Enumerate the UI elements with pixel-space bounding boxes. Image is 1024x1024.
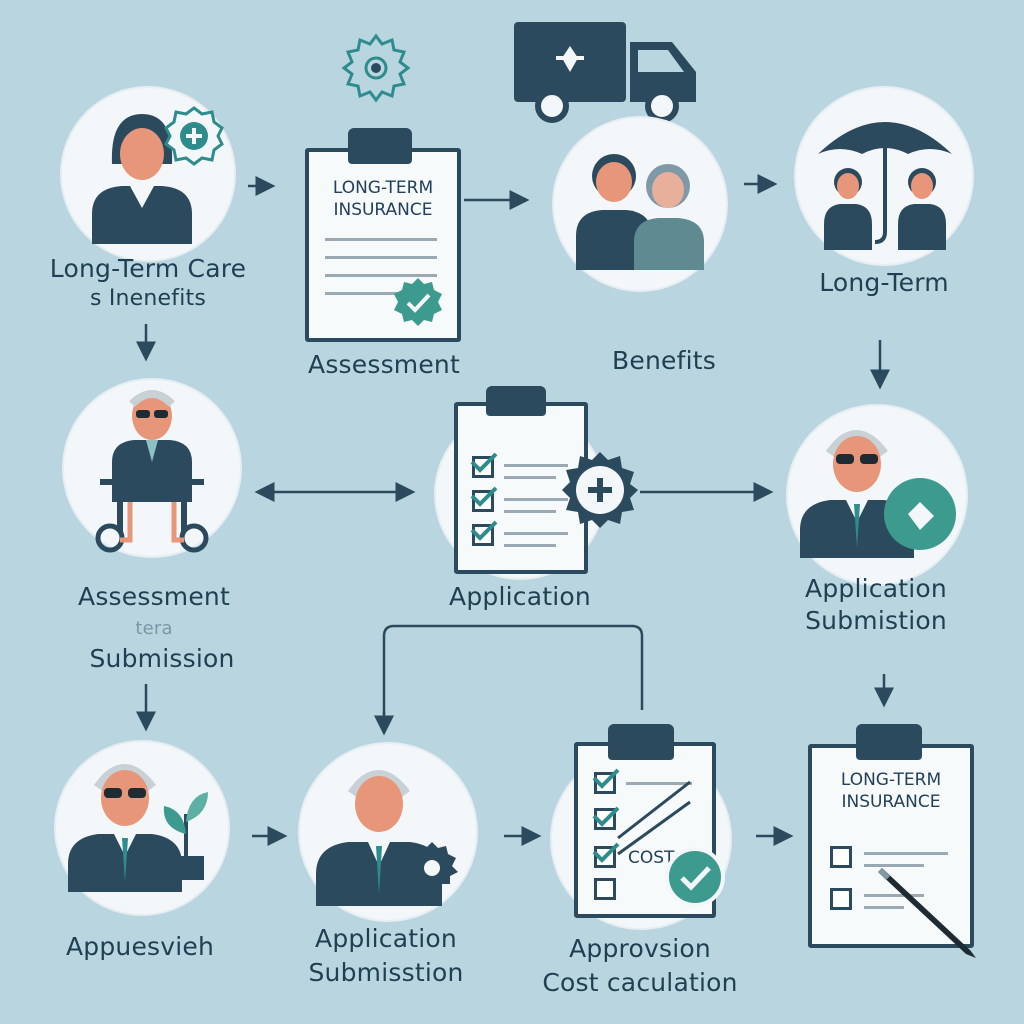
clipboard-clip	[608, 724, 674, 760]
clipboard-clip	[486, 386, 546, 416]
cost-trend-lines	[592, 768, 691, 863]
senior-man-icon	[68, 764, 182, 892]
pen-icon	[878, 868, 976, 958]
cost-text: COST	[628, 848, 675, 868]
checkmark-badge-icon	[394, 278, 442, 326]
medical-badge-icon	[164, 106, 224, 166]
node-label: Application	[449, 582, 591, 611]
couple-icon	[576, 154, 704, 270]
checkmark-badge-icon	[665, 847, 725, 907]
doc-title: LONG-TERM	[840, 770, 942, 790]
node-label: Submisstion	[308, 958, 464, 987]
node-label: Assessment	[78, 582, 230, 611]
plant-icon	[163, 792, 208, 880]
node-label: Submission	[89, 644, 235, 673]
umbrella-icon	[818, 122, 952, 250]
gear-icon	[562, 452, 638, 528]
clipboard-clip	[348, 128, 412, 164]
node-label: Appuesvieh	[65, 932, 215, 961]
gear-icon	[406, 842, 458, 892]
clipboard-clip	[856, 724, 922, 760]
node-label: tera	[135, 618, 173, 639]
node-label: Submistion	[805, 606, 947, 635]
loop-connector	[382, 624, 644, 720]
senior-man-icon	[800, 430, 956, 558]
node-label: Long-Term Care	[49, 254, 247, 283]
node-label: Benefits	[612, 346, 716, 375]
doc-title: INSURANCE	[841, 792, 941, 812]
gear-icon	[341, 33, 411, 103]
person-icon	[92, 114, 192, 244]
node-label: Cost caculation	[542, 968, 738, 997]
doc-title: INSURANCE	[333, 200, 433, 220]
node-label: s Inenefits	[89, 286, 207, 311]
node-label: Application	[315, 924, 457, 953]
wheelchair-icon	[95, 390, 209, 553]
node-label: Assessment	[308, 350, 460, 379]
delivery-truck-icon	[514, 22, 696, 123]
node-label: Approvsion	[569, 934, 711, 963]
node-label: Application	[805, 574, 947, 603]
node-label: Long-Term	[819, 268, 949, 297]
doc-title: LONG-TERM	[332, 178, 434, 198]
checklist-checks	[470, 452, 498, 541]
